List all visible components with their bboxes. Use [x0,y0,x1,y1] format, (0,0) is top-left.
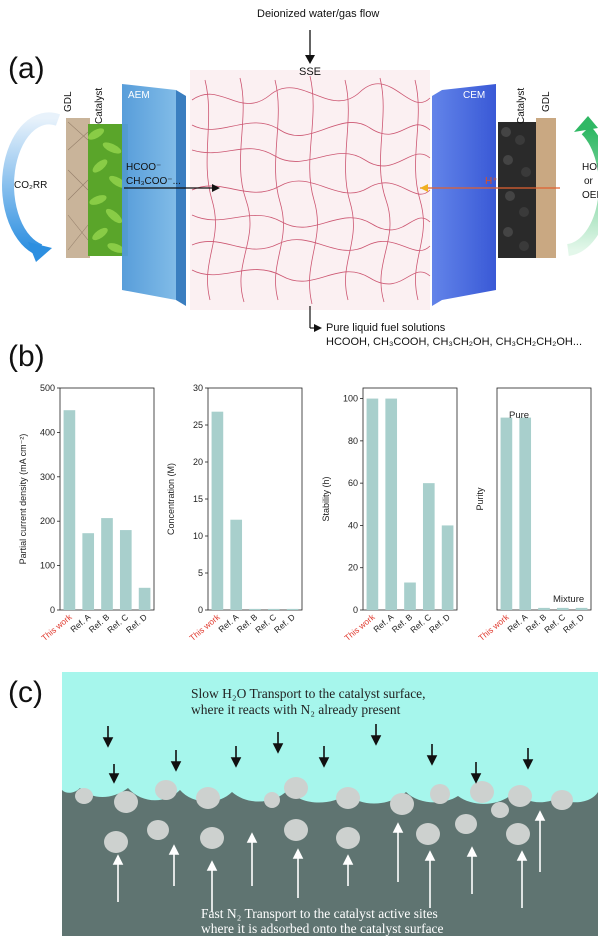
chart-2-ytick-label: 5 [198,568,203,578]
chart-1-ytick-label: 400 [40,427,55,437]
chart-1-xtick-label: Ref. D [124,612,149,635]
chart-4-bar [519,417,532,610]
panel-a-figure [2,30,598,332]
chart-3-bar [404,582,416,610]
chart-3-ytick-label: 80 [348,436,358,446]
co2rr-label: CO₂RR [14,180,48,191]
chart-4-ylabel: Purity [475,487,485,511]
anion-label-2: CH₃COO⁻... [126,176,181,187]
output-label-1: Pure liquid fuel solutions [326,322,446,334]
cem-label: CEM [463,90,486,101]
chart-1-ytick-label: 200 [40,516,55,526]
sse-polymer [190,70,431,310]
catalyst-particles [75,777,573,853]
chart-3-xtick-label: Ref. D [427,612,452,635]
h2o-transport-text-1: Slow H₂O Transport to the catalyst surfa… [191,686,426,701]
aem-membrane [122,84,176,300]
chart-3-ytick-label: 20 [348,563,358,573]
chart-4-bar [556,607,569,610]
h2o-transport-text-2: where it reacts with N₂ already present [191,702,401,717]
water-layer [62,672,598,804]
chart-3-bar [422,483,435,610]
output-label-2: HCOOH, CH₃COOH, CH₃CH₂OH, CH₃CH₂CH₂OH... [326,336,583,348]
aem-label: AEM [128,90,150,101]
anion-label-1: HCOO⁻ [126,162,162,173]
chart-2-ytick-label: 0 [198,605,203,615]
right-catalyst [498,122,536,258]
n2-transport-text-1: Fast N₂ Transport to the catalyst active… [201,906,438,921]
left-catalyst-label: Catalyst [94,87,105,124]
chart-2-bar [230,519,243,610]
chart-3-ytick-label: 40 [348,520,358,530]
pure-annotation: Pure [509,410,529,421]
mixture-annotation: Mixture [553,594,584,605]
chart-4-bar [500,417,513,610]
chart-4-bar [575,607,588,610]
chart-2-ytick-label: 20 [193,457,203,467]
panel-a-label: (a) [8,52,45,85]
right-catalyst-label: Catalyst [516,87,527,124]
chart-3-bar [366,398,379,610]
chart-4-xtick-label: Ref. D [561,612,586,635]
n2-transport-text-2: where it is adsorbed onto the catalyst s… [201,921,444,936]
chart-2-bar [286,608,299,610]
chart-1-ytick-label: 500 [40,383,55,393]
chart-3-ylabel: Stability (h) [321,476,331,521]
h2o-arrows [102,724,534,784]
or-label: or [584,176,593,187]
chart-1-ytick-label: 100 [40,561,55,571]
chart-1-bar [138,587,151,610]
chart-2-ytick-label: 30 [193,383,203,393]
panel-b-label: (b) [8,340,45,373]
oer-label: OER [582,190,598,201]
chart-1-ylabel: Partial current density (mA cm⁻²) [18,434,28,565]
chart-3-ytick-label: 60 [348,478,358,488]
sse-label: SSE [299,66,322,78]
chart-3-ytick-label: 0 [353,605,358,615]
chart-2-bar [211,411,224,610]
water-flow-label: Deionized water/gas flow [257,8,380,20]
chart-2-ytick-label: 25 [193,420,203,430]
cem-membrane [432,84,496,306]
chart-1-bar [63,410,76,610]
chart-1-ytick-label: 0 [50,605,55,615]
left-catalyst [87,124,128,256]
panel-c-figure [62,672,598,936]
chart-4-bar [538,607,550,610]
panel-c-label: (c) [8,676,43,709]
left-gdl-label: GDL [63,91,74,112]
proton-label: H⁺ [485,176,498,187]
chart-3-bar [441,525,454,610]
n2-arrows [112,810,546,912]
chart-1-bar [101,518,113,610]
chart-2-xtick-label: Ref. D [272,612,297,635]
chart-2-bar [249,608,261,610]
co2rr-arrow [2,112,61,256]
hor-arrow [566,125,598,256]
chart-3-bar [385,398,398,610]
chart-2-ytick-label: 15 [193,494,203,504]
right-gdl-label: GDL [541,91,552,112]
chart-1-bar [119,530,132,610]
chart-2-bar [267,608,280,610]
hor-label: HOR [582,162,598,173]
chart-1-ytick-label: 300 [40,472,55,482]
chart-2-ytick-label: 10 [193,531,203,541]
chart-1-bar [82,533,95,610]
chart-3-ytick-label: 100 [343,394,358,404]
chart-2-ylabel: Concentration (M) [166,463,176,535]
